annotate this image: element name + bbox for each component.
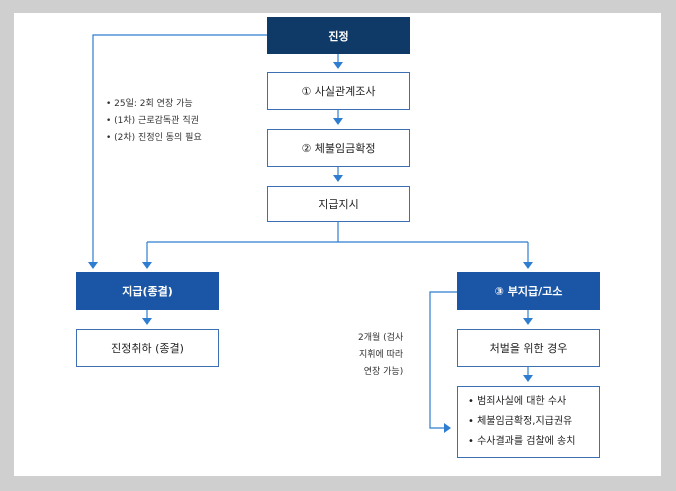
arrowhead-right-2 bbox=[523, 318, 533, 325]
arrowhead-1 bbox=[333, 62, 343, 69]
arrowhead-2 bbox=[333, 118, 343, 125]
prosecution-note-line: 지휘에 따라 bbox=[358, 350, 404, 360]
final-step-item: • 체불임금확정,지급권유 bbox=[468, 416, 573, 427]
payment-order-box: 지급지시 bbox=[267, 186, 410, 222]
prosecution-note-line: 연장 가능) bbox=[363, 367, 404, 377]
extension-note-item: • 25일: 2회 연장 가능 bbox=[106, 99, 193, 109]
payment-closed-box: 지급(종결) bbox=[76, 272, 219, 310]
arrowhead-right-3 bbox=[523, 375, 533, 382]
extension-note-item: • (2차) 진정인 동의 필요 bbox=[106, 133, 202, 143]
prosecution-note-line: 2개월 (검사 bbox=[358, 333, 404, 343]
fact-investigation-box: ① 사실관계조사 bbox=[267, 72, 410, 110]
arrowhead-split-right bbox=[523, 262, 533, 269]
withdraw-closed-box: 진정취하 (종결) bbox=[76, 329, 219, 367]
extension-notes: • 25일: 2회 연장 가능 • (1차) 근로감독관 직권 • (2차) 진… bbox=[106, 96, 202, 147]
extension-note-item: • (1차) 근로감독관 직권 bbox=[106, 116, 199, 126]
nonpayment-complaint-box: ③ 부지급/고소 bbox=[457, 272, 600, 310]
final-steps-list: • 범죄사실에 대한 수사 • 체불임금확정,지급권유 • 수사결과를 검찰에 … bbox=[458, 392, 575, 452]
final-step-item: • 수사결과를 검찰에 송치 bbox=[468, 436, 576, 447]
petition-box: 진정 bbox=[267, 17, 410, 54]
left-branch-line bbox=[92, 34, 267, 262]
prosecution-note: 2개월 (검사 지휘에 따라 연장 가능) bbox=[358, 330, 403, 381]
final-steps-box: • 범죄사실에 대한 수사 • 체불임금확정,지급권유 • 수사결과를 검찰에 … bbox=[457, 386, 600, 458]
wage-confirmation-box: ② 체불임금확정 bbox=[267, 129, 410, 167]
arrowhead-split-left bbox=[142, 262, 152, 269]
arrowhead-left-2 bbox=[142, 318, 152, 325]
bracket-line bbox=[429, 291, 457, 429]
arrowhead-bracket bbox=[444, 423, 451, 433]
arrowhead-left-branch bbox=[88, 262, 98, 269]
arrowhead-3 bbox=[333, 175, 343, 182]
punishment-case-box: 처벌을 위한 경우 bbox=[457, 329, 600, 367]
final-step-item: • 범죄사실에 대한 수사 bbox=[468, 396, 567, 407]
